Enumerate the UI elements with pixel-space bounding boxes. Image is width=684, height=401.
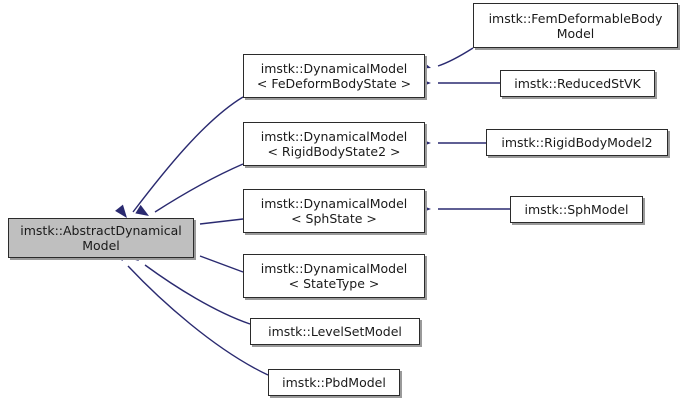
inheritance-edge — [418, 204, 510, 214]
class-node-rigid-body-model-2[interactable]: imstk::RigidBodyModel2 — [486, 129, 668, 156]
class-node-label: imstk::PbdModel — [282, 375, 386, 390]
class-node-label: imstk::SphModel — [524, 202, 629, 217]
inheritance-edge — [418, 138, 486, 148]
class-node-label: imstk::ReducedStVK — [514, 76, 641, 91]
inheritance-edge — [417, 47, 474, 69]
class-node-level-set-model[interactable]: imstk::LevelSetModel — [250, 318, 420, 345]
class-node-dynamical-model-rigidbodystate2[interactable]: imstk::DynamicalModel < RigidBodyState2 … — [243, 122, 425, 166]
class-node-dynamical-model-sphstate[interactable]: imstk::DynamicalModel < SphState > — [243, 189, 425, 233]
class-node-pbd-model[interactable]: imstk::PbdModel — [268, 369, 400, 396]
class-node-label: imstk::DynamicalModel < StateType > — [260, 261, 408, 291]
class-node-label: imstk::LevelSetModel — [268, 324, 402, 339]
inheritance-edge — [115, 96, 244, 218]
class-node-label: imstk::AbstractDynamical Model — [20, 223, 182, 253]
class-node-label: imstk::DynamicalModel < SphState > — [260, 196, 408, 226]
class-node-label: imstk::RigidBodyModel2 — [501, 135, 653, 150]
inheritance-edge — [135, 163, 244, 216]
inheritance-edge — [418, 78, 500, 88]
class-node-dynamical-model-fedeformbodystate[interactable]: imstk::DynamicalModel < FeDeformBodyStat… — [243, 54, 425, 98]
class-node-label: imstk::FemDeformableBody Model — [488, 10, 663, 41]
class-node-dynamical-model-statetype[interactable]: imstk::DynamicalModel < StateType > — [243, 254, 425, 298]
class-node-label: imstk::DynamicalModel < RigidBodyState2 … — [260, 129, 408, 159]
class-node-abstract-dynamical-model[interactable]: imstk::AbstractDynamical Model — [8, 218, 194, 258]
class-node-reduced-stvk[interactable]: imstk::ReducedStVK — [500, 70, 655, 97]
class-node-sph-model[interactable]: imstk::SphModel — [510, 196, 643, 223]
class-node-fem-deformable-body-model[interactable]: imstk::FemDeformableBody Model — [473, 3, 678, 48]
inheritance-edge — [125, 249, 251, 325]
class-node-label: imstk::DynamicalModel < FeDeformBodyStat… — [256, 61, 412, 91]
